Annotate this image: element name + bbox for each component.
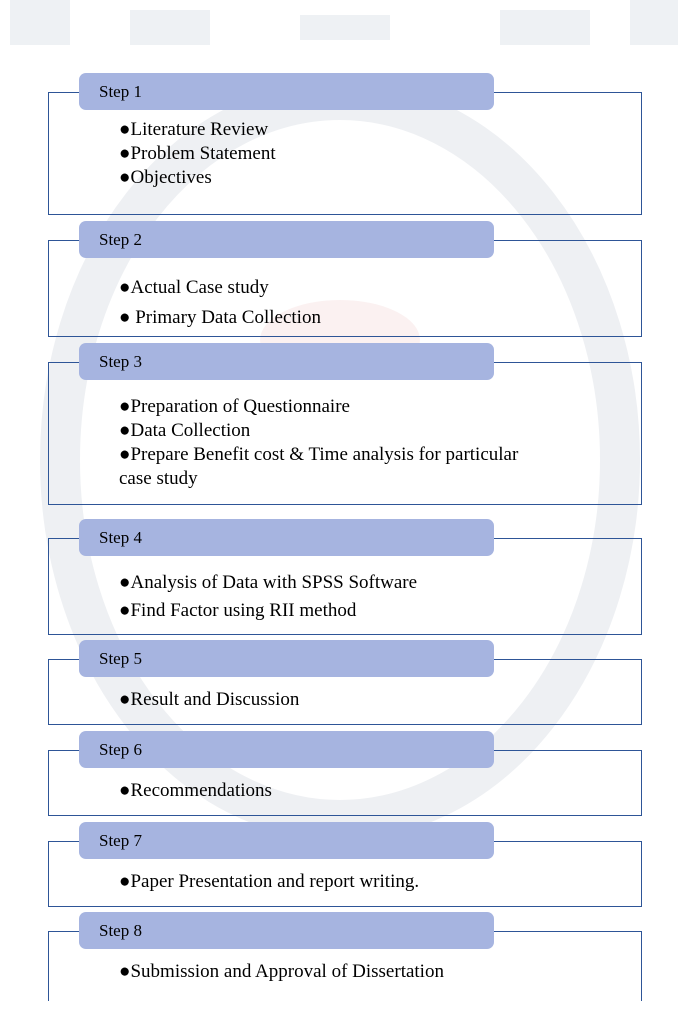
step-7-item-1: ●Paper Presentation and report writing.	[119, 871, 420, 892]
step-2-header: Step 2	[79, 221, 494, 258]
step-1-box: Step 1 ●Literature Review ●Problem State…	[48, 73, 642, 215]
step-8-header: Step 8	[79, 912, 494, 949]
step-2-box: Step 2 ●Actual Case study ● Primary Data…	[48, 221, 642, 337]
step-7-box: Step 7 ●Paper Presentation and report wr…	[48, 822, 642, 907]
step-6-item-1: ●Recommendations	[119, 780, 272, 801]
step-8-box: Step 8 ●Submission and Approval of Disse…	[48, 912, 642, 1001]
step-2-item-1: ●Actual Case study	[119, 277, 269, 298]
step-1-header: Step 1	[79, 73, 494, 110]
step-3-item-1: ●Preparation of Questionnaire	[119, 396, 350, 417]
step-4-item-2: ●Find Factor using RII method	[119, 600, 357, 621]
step-4-header: Step 4	[79, 519, 494, 556]
step-5-header: Step 5	[79, 640, 494, 677]
step-8-item-1: ●Submission and Approval of Dissertation	[119, 961, 444, 982]
step-2-item-2: ● Primary Data Collection	[119, 307, 321, 328]
step-3-item-3: ●Prepare Benefit cost & Time analysis fo…	[119, 444, 519, 489]
step-5-box: Step 5 ●Result and Discussion	[48, 640, 642, 725]
step-4-item-1: ●Analysis of Data with SPSS Software	[119, 572, 418, 593]
step-7-header: Step 7	[79, 822, 494, 859]
step-1-item-2: ●Problem Statement	[119, 143, 276, 164]
step-6-header: Step 6	[79, 731, 494, 768]
step-4-box: Step 4 ●Analysis of Data with SPSS Softw…	[48, 519, 642, 635]
watermark-top	[10, 0, 678, 45]
step-3-box: Step 3 ●Preparation of Questionnaire ●Da…	[48, 343, 642, 505]
step-3-item-2: ●Data Collection	[119, 420, 251, 441]
step-1-item-1: ●Literature Review	[119, 119, 269, 140]
step-6-box: Step 6 ●Recommendations	[48, 731, 642, 816]
step-5-item-1: ●Result and Discussion	[119, 689, 300, 710]
step-3-header: Step 3	[79, 343, 494, 380]
step-1-item-3: ●Objectives	[119, 167, 212, 188]
